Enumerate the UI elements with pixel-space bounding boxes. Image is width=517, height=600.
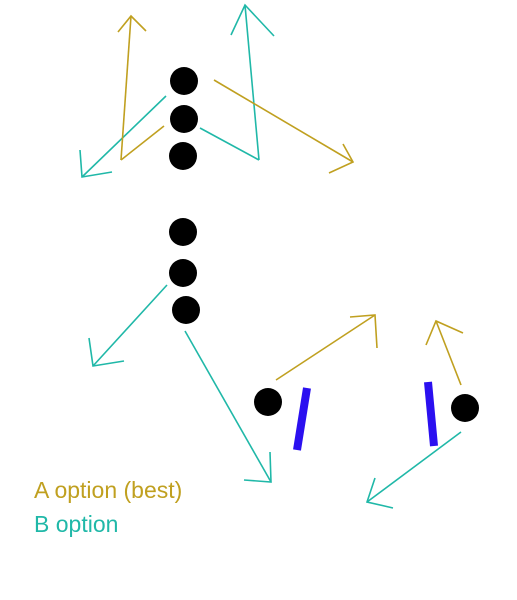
legend-b-label: B option [34,511,118,537]
b-arrow-top-left-head [79,149,113,178]
wall-bar-left [293,387,311,451]
b-arrow-mid-left-head [88,337,125,367]
b-arrow-right-cluster [366,431,462,503]
dot-right-2 [451,394,479,422]
b-arrow-top-up-shaft [244,4,260,161]
b-arrow-mid-down-head [243,451,272,483]
legend: A option (best) B option [34,477,182,537]
a-arrow-top-right-head [328,143,355,174]
a-arrow-top-up-base [120,125,165,161]
dot-top-3 [169,142,197,170]
dot-right-1 [254,388,282,416]
a-arrow-right-cluster-1 [275,314,376,381]
walls [293,381,438,451]
dot-top-1 [170,67,198,95]
a-arrow-right-cluster-1-head [349,314,378,349]
b-arrow-top-up-head [230,3,275,37]
legend-a-label: A option (best) [34,477,182,503]
a-arrow-right-cluster-2-head [425,319,464,346]
b-arrow-top-left [81,95,167,178]
b-arrow-top-up-base [199,127,260,161]
dot-mid-2 [169,259,197,287]
top-cluster-b-arrows [79,3,275,178]
a-arrow-top-up-head [117,14,147,33]
a-arrow-top-right [213,79,354,163]
b-arrow-right-cluster-head [365,477,394,509]
dots [169,67,479,422]
dot-mid-1 [169,218,197,246]
lower-right-arrows [275,314,464,509]
middle-cluster-b-arrows [88,284,272,483]
wall-bar-right [424,381,438,447]
dot-top-2 [170,105,198,133]
top-cluster-a-arrows [117,14,355,174]
b-arrow-mid-left [92,284,168,367]
dot-mid-3 [172,296,200,324]
b-arrow-mid-down [184,330,272,483]
a-arrow-top-up-shaft [120,15,132,161]
a-arrow-right-cluster-2 [435,320,462,386]
